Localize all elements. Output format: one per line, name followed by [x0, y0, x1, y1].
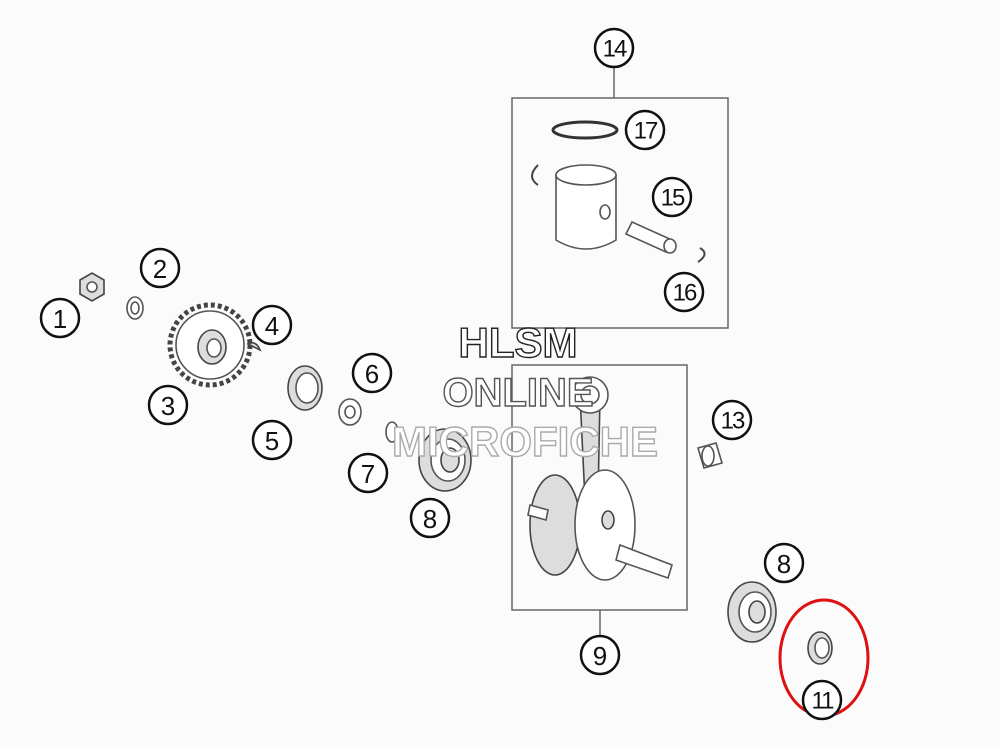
callout-8[interactable]: 8 — [763, 542, 805, 584]
gear-part[interactable] — [167, 302, 253, 388]
callout-circle — [251, 304, 293, 346]
callout-17[interactable]: 17 — [624, 109, 666, 151]
svg-text:ONLINE: ONLINE — [442, 371, 593, 415]
callout-label: 17 — [634, 118, 658, 145]
callout-9[interactable]: 9 — [579, 634, 621, 676]
ring-part[interactable] — [385, 421, 399, 443]
callout-label: 1 — [53, 304, 67, 334]
callout-label: 6 — [365, 359, 379, 389]
washer-part[interactable] — [338, 398, 362, 426]
callout-circle — [351, 352, 393, 394]
callout-1[interactable]: 1 — [39, 297, 81, 339]
callout-circle — [801, 679, 843, 721]
callout-label: 15 — [661, 185, 685, 212]
callout-label: 3 — [161, 391, 175, 421]
callout-14[interactable]: 14 — [593, 27, 635, 69]
shaft-seal-11-part[interactable] — [807, 631, 833, 665]
watermark: HLSM ONLINE MICROFICHE — [391, 318, 658, 465]
callout-label: 9 — [593, 641, 607, 671]
svg-text:MICROFICHE: MICROFICHE — [392, 418, 658, 465]
callout-circle — [763, 542, 805, 584]
callout-13[interactable]: 13 — [711, 399, 753, 441]
callout-label: 4 — [265, 311, 279, 341]
callout-label: 13 — [721, 408, 745, 435]
callout-3[interactable]: 3 — [147, 384, 189, 426]
callout-circle — [409, 497, 451, 539]
callout-circle — [663, 271, 705, 313]
callout-2[interactable]: 2 — [139, 247, 181, 289]
needle-bearing-part[interactable] — [696, 442, 724, 469]
callout-circle — [139, 247, 181, 289]
svg-text:HLSM: HLSM — [459, 319, 578, 366]
callout-label: 5 — [265, 426, 279, 456]
callout-15[interactable]: 15 — [651, 176, 693, 218]
callout-label: 7 — [361, 459, 375, 489]
callout-8[interactable]: 8 — [409, 497, 451, 539]
callout-6[interactable]: 6 — [351, 352, 393, 394]
piston-ring-part[interactable] — [551, 120, 619, 140]
callout-label: 16 — [673, 280, 697, 307]
bearing-left-part[interactable] — [418, 428, 472, 492]
callout-circle — [147, 384, 189, 426]
callout-circle — [579, 634, 621, 676]
circlip-part[interactable] — [531, 164, 706, 263]
piston-pin-part[interactable] — [624, 220, 677, 254]
lock-washer-part[interactable] — [126, 296, 144, 320]
callout-circle — [711, 399, 753, 441]
callout-circle — [39, 297, 81, 339]
callout-circle — [347, 452, 389, 494]
woodruff-key-part[interactable] — [246, 342, 262, 352]
callout-circle — [651, 176, 693, 218]
piston-kit-box — [511, 67, 729, 329]
callout-label: 8 — [777, 549, 791, 579]
callout-16[interactable]: 16 — [663, 271, 705, 313]
nut-part[interactable] — [79, 272, 105, 302]
callout-label: 2 — [153, 254, 167, 284]
callout-label: 8 — [423, 504, 437, 534]
bearing-right-part[interactable] — [727, 581, 777, 643]
callout-11[interactable]: 11 — [801, 679, 843, 721]
callout-circle — [251, 419, 293, 461]
callout-circle — [593, 27, 635, 69]
piston-part[interactable] — [555, 164, 617, 250]
callout-5[interactable]: 5 — [251, 419, 293, 461]
callout-circle — [624, 109, 666, 151]
callout-4[interactable]: 4 — [251, 304, 293, 346]
crankshaft-part[interactable] — [527, 376, 673, 581]
callout-7[interactable]: 7 — [347, 452, 389, 494]
shaft-seal-part[interactable] — [287, 365, 323, 411]
callout-label: 11 — [812, 688, 835, 715]
callout-label: 14 — [603, 36, 627, 63]
crankshaft-box — [511, 364, 688, 636]
